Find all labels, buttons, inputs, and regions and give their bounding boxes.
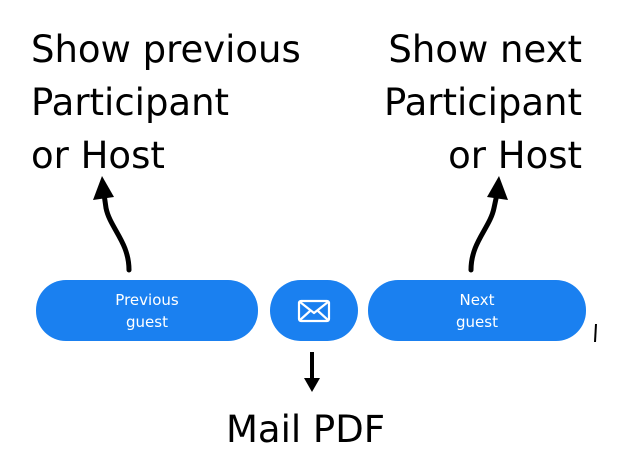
- next-guest-label-line-1: Next: [459, 290, 495, 309]
- next-guest-label-line-2: guest: [456, 312, 498, 331]
- previous-guest-button[interactable]: Previous guest: [36, 280, 258, 341]
- previous-annotation: Show previous Participant or Host: [31, 23, 301, 182]
- previous-annotation-line-2: Participant: [31, 81, 230, 124]
- next-annotation-line-1: Show next: [388, 28, 582, 71]
- next-annotation-line-2: Participant: [383, 81, 582, 124]
- next-guest-button[interactable]: Next guest: [368, 280, 586, 341]
- next-arrow-icon: [468, 176, 508, 273]
- next-annotation-line-3: or Host: [448, 134, 582, 177]
- previous-guest-label-line-2: guest: [126, 312, 168, 331]
- envelope-icon: [297, 299, 331, 322]
- edge-mark: [594, 324, 597, 342]
- mail-pdf-button[interactable]: [270, 280, 358, 341]
- next-annotation: Show next Participant or Host: [384, 23, 582, 182]
- mail-pdf-annotation: Mail PDF: [226, 408, 386, 451]
- previous-annotation-line-3: or Host: [31, 134, 165, 177]
- previous-annotation-line-1: Show previous: [31, 28, 301, 71]
- previous-arrow-icon: [93, 176, 132, 273]
- mail-arrow-icon: [304, 352, 320, 392]
- previous-guest-label-line-1: Previous: [115, 290, 179, 309]
